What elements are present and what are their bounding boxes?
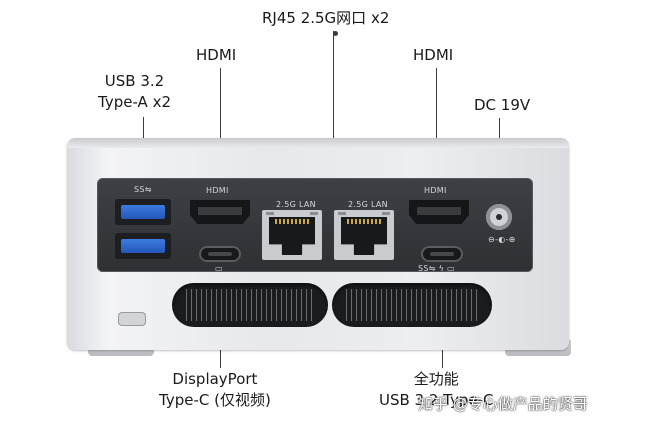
dc-callout-label: DC 19V	[474, 96, 531, 114]
usb-c-full-function	[421, 246, 463, 262]
usb-c-displayport	[199, 246, 241, 262]
hdmi-port-left	[190, 200, 250, 224]
rj45-port-left	[262, 210, 322, 260]
dc-power-jack	[486, 204, 512, 230]
rj45-leader-line	[333, 31, 338, 153]
usb-a-callout-label: USB 3.2 Type-A x2	[98, 72, 171, 111]
hdmi-port-right	[409, 200, 469, 224]
hdmi-right-panel-label: HDMI	[424, 186, 447, 195]
usb-a-port-bottom	[115, 233, 171, 259]
dc-polarity-icon: ⊖-◐-⊕	[488, 235, 516, 244]
hdmi-left-callout-label: HDMI	[196, 46, 237, 64]
displayport-callout-label: DisplayPort Type-C (仅视频)	[159, 370, 271, 409]
chassis-top-edge	[67, 138, 569, 148]
kensington-lock-slot	[118, 312, 146, 326]
rj45-port-right	[334, 210, 394, 260]
display-icon: ▭	[215, 264, 223, 273]
watermark-text: 知乎 @专心做产品的贤哥	[418, 395, 588, 413]
lan-left-panel-label: 2.5G LAN	[276, 200, 316, 209]
hdmi-right-callout-label: HDMI	[413, 46, 454, 64]
usb-a-port-top	[115, 199, 171, 225]
usb-c-callout-label: 全功能 USB 3.2 Type-C	[379, 370, 494, 409]
lan-right-panel-label: 2.5G LAN	[348, 200, 388, 209]
cooling-vent-left	[172, 283, 328, 327]
usb-a-logo: SS⇋	[134, 185, 152, 194]
rj45-callout-label: RJ45 2.5G网口 x2	[262, 9, 390, 27]
cooling-vent-right	[332, 283, 492, 327]
hdmi-left-panel-label: HDMI	[206, 186, 229, 195]
usb-c-capability-icons: SS⇋ ϟ ▭	[418, 264, 455, 273]
